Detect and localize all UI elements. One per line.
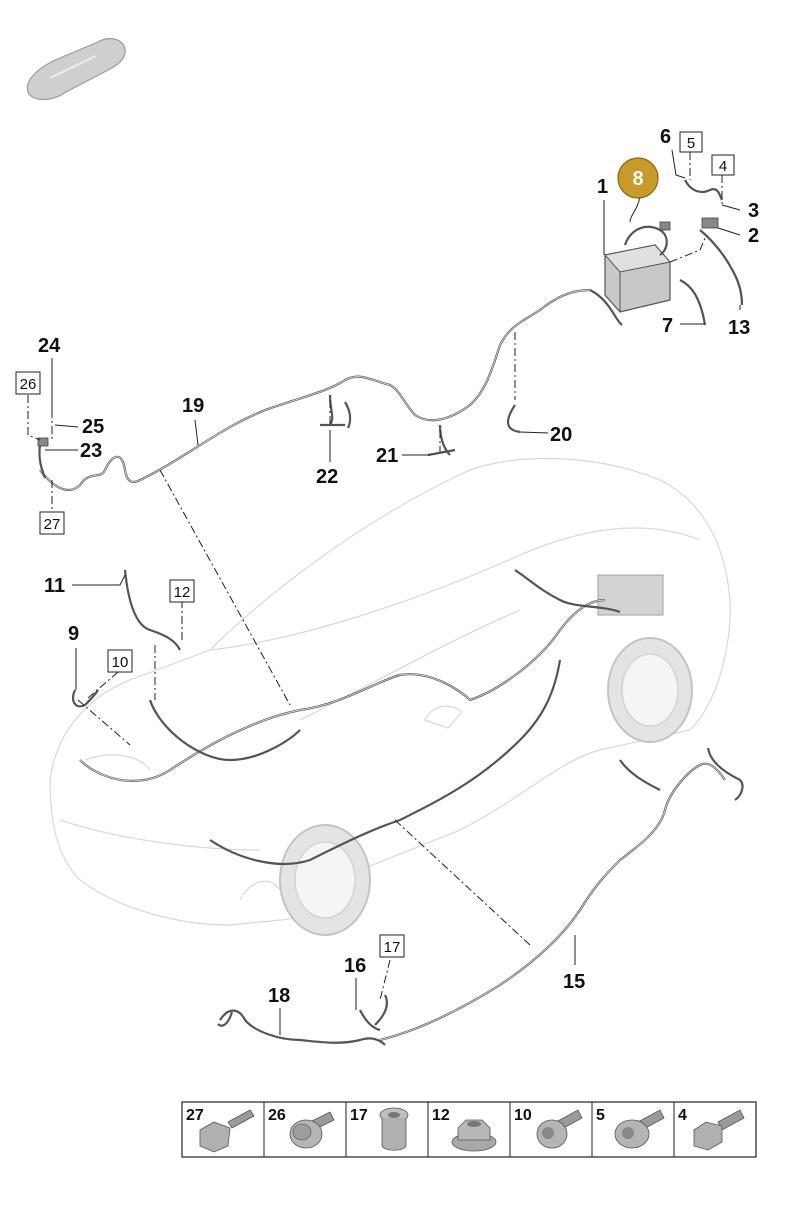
- label-24[interactable]: 24: [38, 335, 61, 357]
- svg-text:27: 27: [186, 1107, 204, 1124]
- hex-bolt-icon: [693, 1109, 745, 1151]
- label-18[interactable]: 18: [268, 985, 290, 1007]
- svg-text:5: 5: [596, 1107, 605, 1124]
- highlight-label: 8: [632, 168, 643, 190]
- car-thumbnail-icon: [26, 37, 126, 101]
- reference-lines: [27, 152, 723, 1001]
- fastener-cell-26[interactable]: 26: [268, 1107, 335, 1149]
- svg-text:17: 17: [350, 1107, 368, 1124]
- label-13[interactable]: 13: [728, 317, 750, 339]
- label-7[interactable]: 7: [662, 315, 673, 337]
- svg-text:10: 10: [112, 654, 129, 671]
- label-2[interactable]: 2: [748, 225, 759, 247]
- harness-18: [217, 994, 389, 1046]
- label-3[interactable]: 3: [748, 200, 759, 222]
- fastener-cell-12[interactable]: 12: [432, 1107, 497, 1152]
- label-25[interactable]: 25: [82, 416, 104, 438]
- svg-text:12: 12: [174, 584, 191, 601]
- vehicle-ghost: [49, 457, 731, 936]
- label-15[interactable]: 15: [563, 971, 585, 993]
- harness-19: [39, 288, 623, 492]
- harness-15: [379, 747, 744, 1042]
- bolt-icon: [199, 1109, 255, 1153]
- label-21[interactable]: 21: [376, 445, 398, 467]
- torx-bolt-icon: [614, 1109, 665, 1149]
- label-20[interactable]: 20: [550, 424, 572, 446]
- box-label-4[interactable]: 4: [711, 154, 735, 176]
- box-label-5[interactable]: 5: [679, 131, 703, 153]
- svg-text:27: 27: [44, 516, 61, 533]
- part-labels: 1 2 3 6 7 9 11 13 15 16 18 19 20 21 22 2…: [38, 126, 759, 1007]
- torx-bolt-icon: [536, 1109, 583, 1149]
- fastener-cell-5[interactable]: 5: [596, 1107, 665, 1149]
- label-16[interactable]: 16: [344, 955, 366, 977]
- fastener-cell-4[interactable]: 4: [678, 1107, 745, 1151]
- label-22[interactable]: 22: [316, 466, 338, 488]
- fastener-cell-27[interactable]: 27: [186, 1107, 255, 1153]
- svg-text:10: 10: [514, 1107, 532, 1124]
- battery: [604, 244, 671, 313]
- battery-cables: [623, 179, 744, 326]
- box-label-26[interactable]: 26: [15, 371, 41, 395]
- svg-text:26: 26: [268, 1107, 286, 1124]
- hex-nut-icon: [451, 1119, 497, 1152]
- svg-text:4: 4: [678, 1107, 687, 1124]
- svg-text:4: 4: [719, 158, 727, 175]
- label-6[interactable]: 6: [660, 126, 671, 148]
- leader-lines: [45, 149, 741, 1035]
- svg-text:12: 12: [432, 1107, 450, 1124]
- flange-bolt-icon: [289, 1111, 335, 1149]
- box-label-27[interactable]: 27: [39, 511, 65, 535]
- vehicle-wiring: [79, 569, 621, 866]
- fastener-cell-10[interactable]: 10: [514, 1107, 583, 1149]
- boxed-labels: 5 4 26 27 12 10 17: [15, 131, 735, 958]
- fastener-cell-17[interactable]: 17: [350, 1107, 409, 1151]
- fastener-table: 27 26 17 12: [181, 1101, 757, 1158]
- label-11[interactable]: 11: [44, 575, 65, 597]
- label-1[interactable]: 1: [597, 176, 608, 198]
- box-label-12[interactable]: 12: [169, 579, 195, 603]
- highlight-part-8[interactable]: 8: [617, 157, 659, 199]
- svg-text:26: 26: [20, 376, 37, 393]
- box-label-10[interactable]: 10: [107, 649, 133, 673]
- svg-text:5: 5: [687, 135, 695, 152]
- small-harnesses: [37, 401, 456, 708]
- svg-text:17: 17: [384, 939, 401, 956]
- label-9[interactable]: 9: [68, 623, 79, 645]
- box-label-17[interactable]: 17: [379, 934, 405, 958]
- label-19[interactable]: 19: [182, 395, 204, 417]
- nut-sleeve-icon: [379, 1107, 409, 1151]
- label-23[interactable]: 23: [80, 440, 102, 462]
